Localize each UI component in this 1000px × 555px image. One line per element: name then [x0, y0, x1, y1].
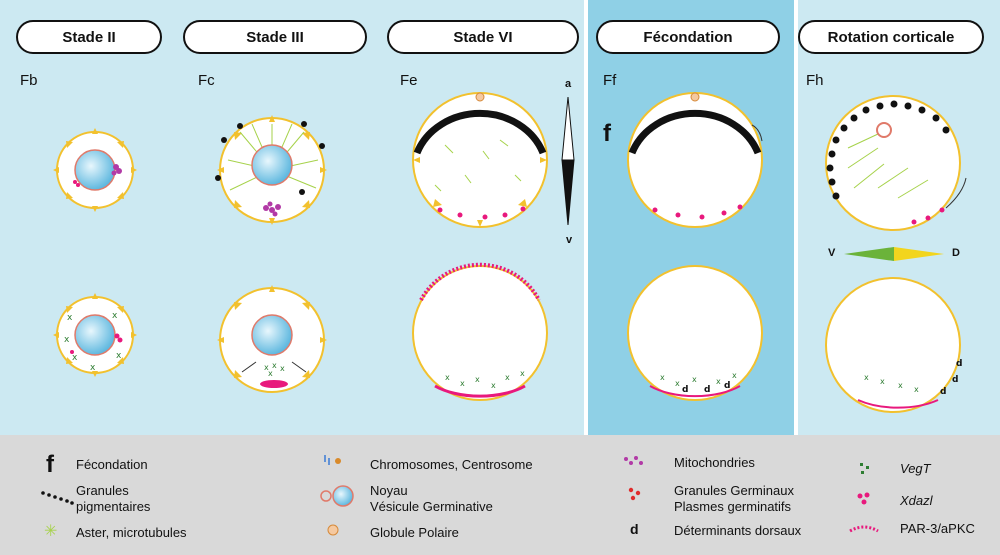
stade2-oocyte-top: [53, 128, 137, 212]
panel-label-fb: Fb: [20, 72, 38, 89]
svg-text:x: x: [491, 381, 496, 390]
svg-text:x: x: [732, 371, 737, 380]
axis-label-a: a: [565, 78, 572, 90]
legend-vegt: VegT: [900, 461, 931, 476]
svg-text:x: x: [716, 377, 721, 386]
svg-text:x: x: [445, 373, 450, 382]
globule-polaire-icon: [327, 524, 339, 536]
svg-text:x: x: [898, 381, 903, 390]
legend-germ-line1: Granules Germinaux: [674, 483, 794, 498]
svg-text:x: x: [268, 369, 273, 378]
dorsal-determinant-icon: d: [630, 521, 639, 537]
svg-text:x: x: [864, 373, 869, 382]
svg-text:x: x: [505, 373, 510, 382]
svg-text:d: d: [940, 387, 946, 397]
svg-text:x: x: [675, 379, 680, 388]
svg-text:x: x: [880, 377, 885, 386]
legend-noyau-line2: Vésicule Germinative: [370, 499, 493, 514]
nucleus-icon: [320, 485, 354, 507]
svg-text:x: x: [475, 375, 480, 384]
stade3-oocyte-top: [215, 115, 327, 225]
chromosome-icon: [324, 455, 341, 465]
svg-text:x: x: [264, 363, 269, 372]
stage-title-stade2: Stade II: [16, 20, 162, 54]
stage-title-rotation: Rotation corticale: [798, 20, 984, 54]
nucleus: [74, 149, 116, 191]
legend-granules-line1: Granules: [76, 483, 129, 498]
legend-chromosomes: Chromosomes, Centrosome: [370, 457, 533, 472]
aster-icon: ✳: [44, 523, 58, 540]
xdazl-icon: [857, 492, 870, 505]
svg-text:x: x: [72, 353, 78, 363]
svg-text:x: x: [67, 313, 73, 323]
axis-label-v-ventral: V: [828, 247, 836, 259]
granules-icon: [41, 491, 74, 505]
par3-icon: [849, 525, 879, 533]
svg-text:x: x: [280, 364, 285, 373]
fecondation-mark: f: [603, 120, 611, 147]
column-separator: [794, 0, 798, 435]
vegt-icon: [860, 463, 869, 474]
stage-title-stade6: Stade VI: [387, 20, 579, 54]
legend-germ-line2: Plasmes germinatifs: [674, 499, 792, 514]
legend-par3: PAR-3/aPKC: [900, 521, 975, 536]
svg-text:x: x: [272, 361, 277, 370]
svg-text:x: x: [112, 311, 118, 321]
svg-text:x: x: [460, 379, 465, 388]
column-separator: [584, 0, 588, 435]
germinal-granules-icon: [628, 487, 641, 501]
svg-text:d: d: [704, 385, 710, 395]
rotation-egg-top: [825, 95, 967, 231]
stage-title-fecondation: Fécondation: [596, 20, 780, 54]
legend-mito: Mitochondries: [674, 455, 755, 470]
svg-text:d: d: [956, 359, 962, 369]
axis-label-d-dorsal: D: [952, 247, 960, 259]
axis-label-v: v: [566, 234, 573, 246]
svg-text:x: x: [520, 369, 525, 378]
svg-text:d: d: [682, 385, 688, 395]
legend-aster: Aster, microtubules: [76, 525, 187, 540]
svg-text:d: d: [952, 375, 958, 385]
panel-label-fh: Fh: [806, 72, 824, 89]
panel-label-ff: Ff: [603, 72, 617, 89]
svg-text:x: x: [692, 375, 697, 384]
svg-text:x: x: [914, 385, 919, 394]
stade6-egg-top: [412, 92, 548, 228]
svg-text:x: x: [90, 363, 96, 373]
mitochondria-icon: [624, 456, 643, 465]
legend-granules-line2: pigmentaires: [76, 499, 151, 514]
legend: f Fécondation Granules pigmentaires ✳ As…: [0, 435, 1000, 555]
ventral-dorsal-axis: [844, 247, 944, 261]
svg-text:x: x: [64, 335, 70, 345]
svg-text:d: d: [724, 381, 730, 391]
legend-globule: Globule Polaire: [370, 525, 459, 540]
legend-determ: Déterminants dorsaux: [674, 523, 802, 538]
fecondation-egg-top: [627, 92, 763, 228]
cortex-spikes: [53, 128, 137, 212]
legend-fecondation: Fécondation: [76, 457, 148, 472]
svg-text:x: x: [660, 373, 665, 382]
stage-title-stade3: Stade III: [183, 20, 367, 54]
panel-label-fc: Fc: [198, 72, 215, 89]
animal-vegetal-axis: [561, 96, 575, 226]
legend-xdazl: Xdazl: [900, 493, 933, 508]
legend-noyau-line1: Noyau: [370, 483, 408, 498]
fecondation-icon: f: [46, 451, 54, 478]
panel-label-fe: Fe: [400, 72, 418, 89]
svg-text:x: x: [116, 351, 122, 361]
fecondation-egg-bottom: x x x x x d d d: [627, 265, 763, 401]
